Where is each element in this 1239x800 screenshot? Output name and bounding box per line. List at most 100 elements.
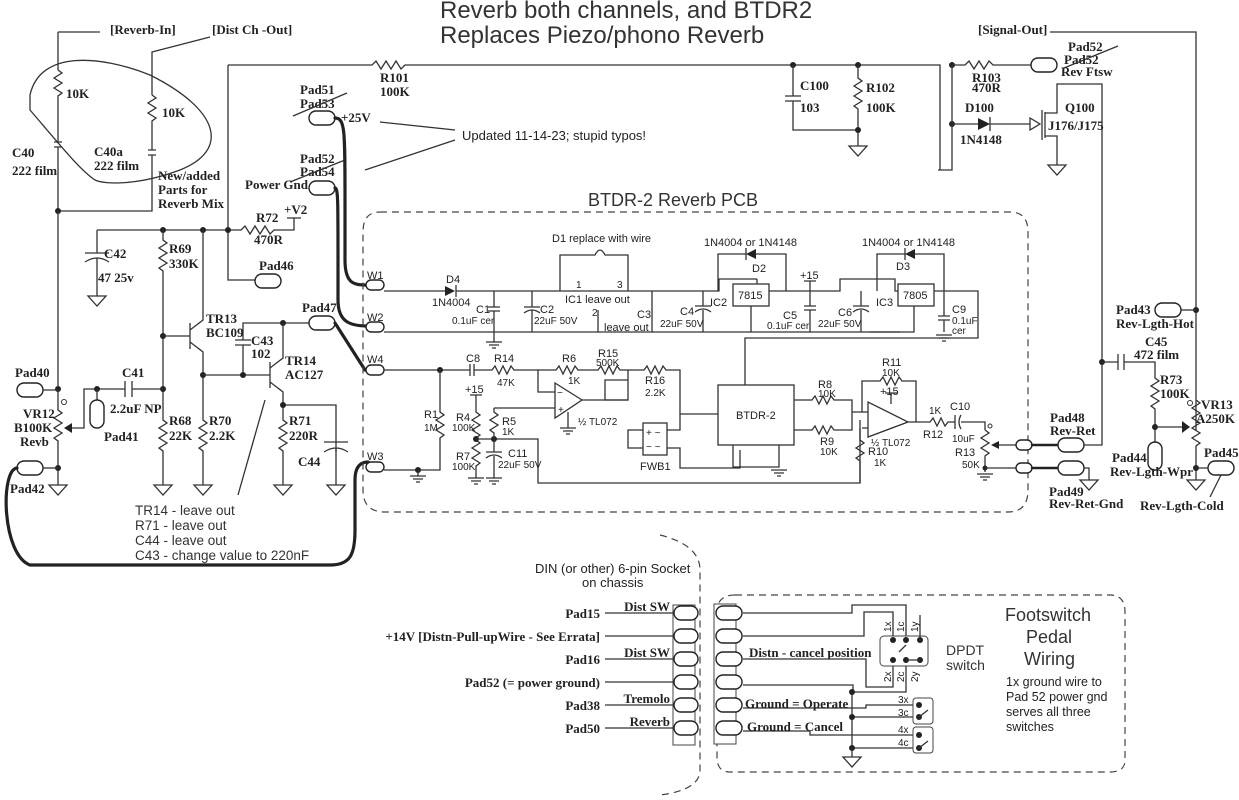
d3-label: D3 xyxy=(896,261,910,273)
plus15-label-2: +15 xyxy=(465,384,484,396)
w4-pad[interactable] xyxy=(365,364,385,376)
pad42[interactable] xyxy=(16,460,44,476)
ground-operate-label: Ground = Operate xyxy=(745,696,848,711)
r101-label: R101 xyxy=(380,70,409,85)
btdr2-module xyxy=(717,384,795,446)
pad43-rev-lgth-hot[interactable] xyxy=(1154,302,1182,318)
r13-potentiometer xyxy=(979,429,991,472)
pad46[interactable] xyxy=(254,273,282,289)
rev-ret-pcb-pad[interactable] xyxy=(1015,439,1033,451)
new-parts-note-1: New/added xyxy=(158,168,221,183)
c5-capacitor xyxy=(804,280,816,332)
plus15-label: +15 xyxy=(800,270,819,282)
d1-wire-jumper xyxy=(559,249,629,291)
r5-value: 1K xyxy=(502,427,515,438)
pad44-rev-lgth-wpr[interactable] xyxy=(1147,441,1163,471)
r7-value: 100K xyxy=(452,462,476,473)
pad46-label: Pad46 xyxy=(259,258,294,273)
footswitch-plug-pin[interactable] xyxy=(715,674,743,690)
pcb-title: BTDR-2 Reverb PCB xyxy=(588,190,758,210)
c9-value-1: 0.1uF xyxy=(952,316,978,327)
din-pin[interactable] xyxy=(673,697,699,713)
fwb1-symbols-bottom: − ~ xyxy=(646,442,661,453)
r4-label: R4 xyxy=(456,412,470,424)
footswitch-plug-pin[interactable] xyxy=(715,720,743,736)
d4-label: D4 xyxy=(446,274,460,286)
footswitch-plug-pin[interactable] xyxy=(715,605,743,621)
pad40[interactable] xyxy=(16,382,44,398)
pad49-rev-ret-gnd[interactable] xyxy=(1057,460,1085,476)
pad41[interactable] xyxy=(89,399,105,429)
driver-section: Pad51 Pad53 +25V Pad52 Pad54 Power Gnd R… xyxy=(10,82,371,496)
r6-value: 1K xyxy=(568,376,581,387)
pad45-rev-lgth-cold[interactable] xyxy=(1207,460,1235,476)
c6-label: C6 xyxy=(838,307,852,319)
footswitch-plug-pin[interactable] xyxy=(715,697,743,713)
pin-1c: 1c xyxy=(896,621,907,632)
tr14-label: TR14 xyxy=(285,353,317,368)
ic2-chip: 7815 xyxy=(738,290,762,302)
dpdt-label-2: switch xyxy=(946,657,985,673)
footswitch-plug-pin[interactable] xyxy=(715,628,743,644)
w1-pad[interactable] xyxy=(365,279,385,291)
pad52-rev-ftsw[interactable] xyxy=(1030,57,1058,73)
c100-capacitor xyxy=(785,65,858,131)
tr13-value: BC109 xyxy=(206,325,244,340)
r102-resistor xyxy=(852,65,864,146)
c100-value: 103 xyxy=(800,100,820,115)
din-pin[interactable] xyxy=(673,674,699,690)
din-title-1: DIN (or other) 6-pin Socket xyxy=(535,561,691,576)
vr12-name: Revb xyxy=(20,434,49,449)
pad47[interactable] xyxy=(308,315,336,331)
r72-label: R72 xyxy=(256,210,278,225)
ic1-pin1: 1 xyxy=(576,280,582,291)
r8-r9-resistors xyxy=(794,394,865,436)
w2-pad[interactable] xyxy=(365,321,385,333)
c2-capacitor xyxy=(523,291,541,332)
c10-value: 10uF xyxy=(952,434,975,445)
update-note: Updated 11-14-23; stupid typos! xyxy=(462,128,646,143)
pad53-plus25v[interactable] xyxy=(308,110,336,126)
w3-pad[interactable] xyxy=(365,461,385,473)
c45-value: 472 film xyxy=(1134,347,1179,362)
din-row-label: Pad15 xyxy=(565,606,600,621)
dist-ch-out-label: [Dist Ch -Out] xyxy=(212,22,292,37)
c9-value-2: cer xyxy=(952,326,967,337)
din-pin[interactable] xyxy=(673,605,699,621)
c1-value: 0.1uF cer xyxy=(452,316,495,327)
c9-capacitor xyxy=(938,291,950,332)
r101-value: 100K xyxy=(380,84,411,99)
c40a-label: C40a xyxy=(94,144,123,159)
r103-value: 470R xyxy=(972,80,1002,95)
pad51-label: Pad51 xyxy=(300,82,335,97)
c11-label: C11 xyxy=(508,448,527,460)
switch-4[interactable] xyxy=(912,726,934,754)
footswitch-plug-pin[interactable] xyxy=(715,651,743,667)
pin-4c: 4c xyxy=(898,738,909,749)
r13-label: R13 xyxy=(955,447,975,459)
new-parts-note-3: Reverb Mix xyxy=(158,196,225,211)
r102-label: R102 xyxy=(866,80,895,95)
pad41-label: Pad41 xyxy=(104,429,139,444)
fwb1-symbols-top: + ~ xyxy=(646,428,661,439)
d100-diode xyxy=(978,118,990,130)
din-pin[interactable] xyxy=(673,628,699,644)
pad54-power-gnd[interactable] xyxy=(308,180,336,196)
r68-value: 22K xyxy=(169,428,193,443)
c1-capacitor xyxy=(488,291,500,342)
din-pin[interactable] xyxy=(673,651,699,667)
c6-value: 22uF 50V xyxy=(818,319,862,330)
switch-3[interactable] xyxy=(912,697,934,725)
vr12-value: B100K xyxy=(14,420,53,435)
pad48-rev-ret[interactable] xyxy=(1057,437,1085,453)
c4-label: C4 xyxy=(680,306,694,318)
pcb-outline xyxy=(362,211,1029,513)
ic1-pin2: 2 xyxy=(592,308,598,319)
w2-label: W2 xyxy=(367,312,384,324)
din-pin[interactable] xyxy=(673,720,699,736)
r11-value: 10K xyxy=(882,368,900,379)
vr13-label: VR13 xyxy=(1201,397,1233,412)
ic3-label: IC3 xyxy=(876,297,893,309)
plus15-label-3: +15 xyxy=(880,386,899,398)
rev-ret-gnd-pcb-pad[interactable] xyxy=(1015,462,1033,474)
